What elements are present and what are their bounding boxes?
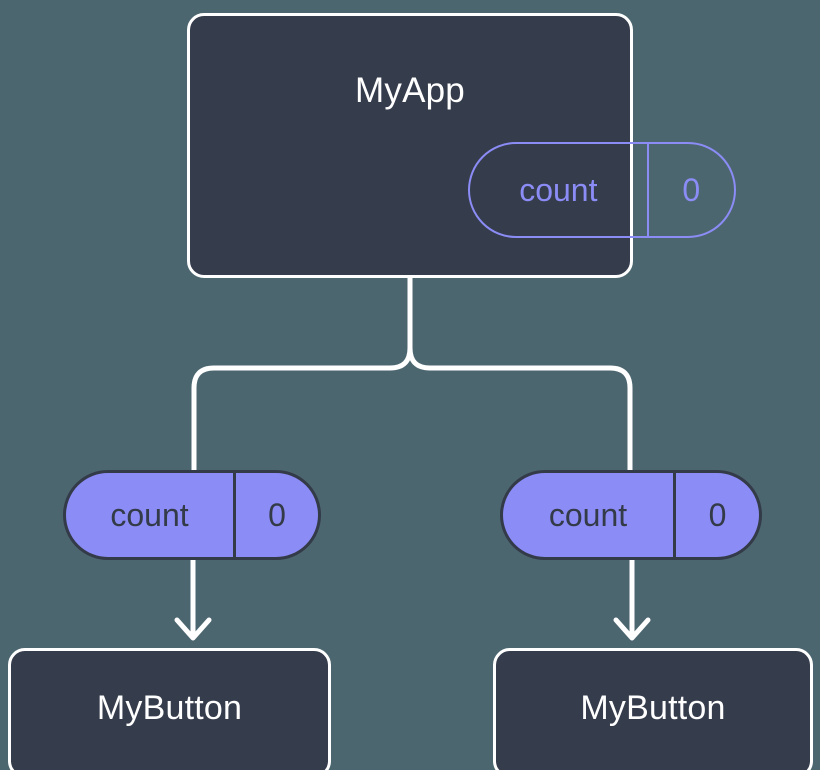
prop-pill-count-left[interactable]: count 0: [63, 470, 321, 560]
branch-connector-path: [191, 275, 413, 473]
state-pill-divider: [646, 144, 649, 236]
component-title-myapp: MyApp: [355, 71, 465, 110]
prop-pill-value: 0: [708, 497, 727, 533]
component-title-mybutton-right: MyButton: [580, 689, 726, 727]
component-box-mybutton-left[interactable]: MyButton: [8, 648, 331, 770]
component-box-mybutton-right[interactable]: MyButton: [493, 648, 813, 770]
prop-pill-divider: [232, 473, 236, 557]
state-pill-value: 0: [682, 172, 701, 208]
arrow-left-head-icon: [174, 617, 212, 641]
prop-pill-value: 0: [268, 497, 286, 533]
prop-pill-count-right[interactable]: count 0: [500, 470, 762, 560]
arrow-right-head-icon: [613, 617, 651, 641]
prop-pill-name: count: [548, 497, 628, 533]
branch-connector-path-right: [407, 345, 633, 473]
prop-pill-divider: [672, 473, 676, 557]
component-title-mybutton-left: MyButton: [96, 689, 243, 727]
prop-pill-name: count: [110, 497, 189, 533]
state-pill-count-myapp[interactable]: count 0: [468, 142, 736, 238]
component-box-myapp[interactable]: MyApp count 0: [187, 13, 736, 278]
state-pill-name: count: [519, 172, 598, 208]
